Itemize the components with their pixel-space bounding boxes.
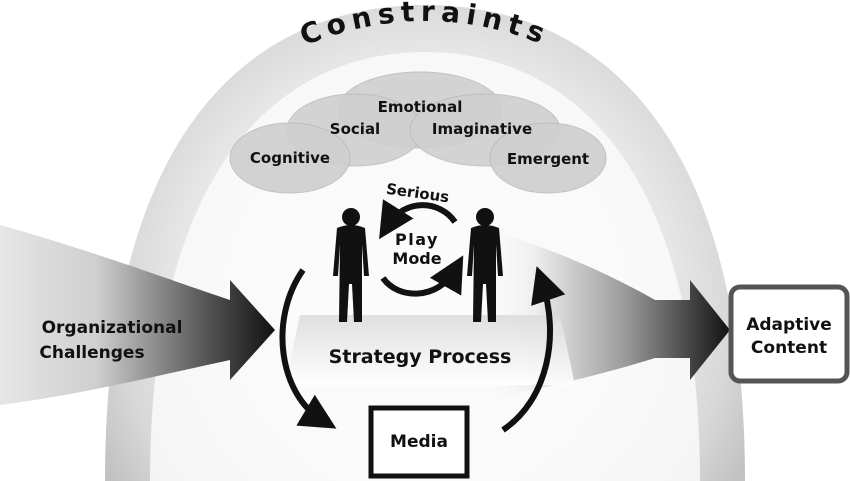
input-label-line1: Organizational [42,318,183,338]
media-label: Media [390,432,448,452]
input-wedge [0,225,275,405]
label-social: Social [330,120,380,138]
strategy-floor [285,315,575,385]
label-emotional: Emotional [378,98,463,116]
person-right-icon [467,208,503,322]
label-cognitive: Cognitive [250,149,330,167]
play-cycle-arrow-bottom [380,255,464,297]
media-box [368,405,470,479]
person-left-icon [333,208,369,322]
play-cycle-arrow-top [379,199,458,240]
ellipse-cognitive [229,122,351,194]
input-label-line2: Challenges [39,343,144,363]
mode-label: Mode [392,249,441,268]
output-label-line2: Content [751,338,827,358]
label-emergent: Emergent [507,150,589,168]
arrow-to-media [279,268,337,429]
label-imaginative: Imaginative [432,120,532,138]
arrow-from-media [501,266,566,433]
output-label-line1: Adaptive [746,315,832,335]
play-label: Play [395,230,439,249]
strategy-process-label: Strategy Process [329,346,512,368]
ellipse-emergent [489,122,607,194]
adaptive-content-box [728,284,850,384]
